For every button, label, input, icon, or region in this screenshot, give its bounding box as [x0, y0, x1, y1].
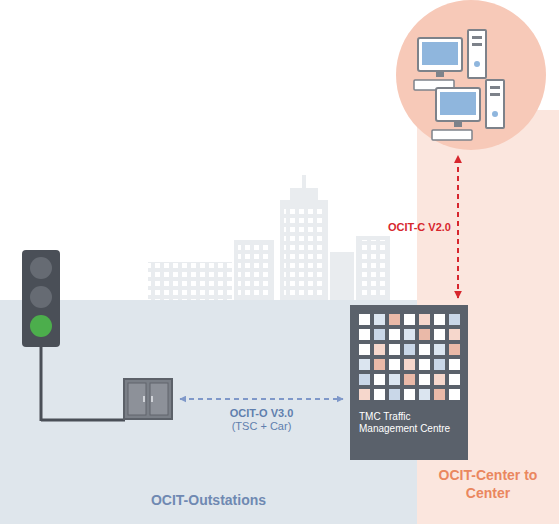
protocol-label: OCIT-O V3.0 [230, 407, 294, 419]
ocit-c-link [457, 156, 459, 298]
controller-cabinet [123, 378, 173, 420]
cabinet-doors [125, 380, 171, 418]
node-text: OCIT-Center to Center [423, 466, 553, 502]
node-text: OCIT-Outstations [0, 492, 417, 508]
traffic-light [22, 250, 125, 421]
node-text: TMC Traffic Management Centre [359, 411, 462, 435]
protocol-note: (TSC + Car) [232, 420, 292, 432]
center-band [417, 110, 559, 524]
computer-icons [396, 0, 546, 150]
building-windows [350, 305, 468, 460]
tmc-building: TMC Traffic Management Centre [350, 305, 468, 460]
protocol-label: OCIT-C V2.0 [388, 221, 451, 233]
ocit-o-link [180, 398, 343, 400]
computer-circle [396, 0, 546, 150]
center-band: OCIT-Center to Center [417, 110, 559, 524]
skyline [148, 175, 390, 300]
